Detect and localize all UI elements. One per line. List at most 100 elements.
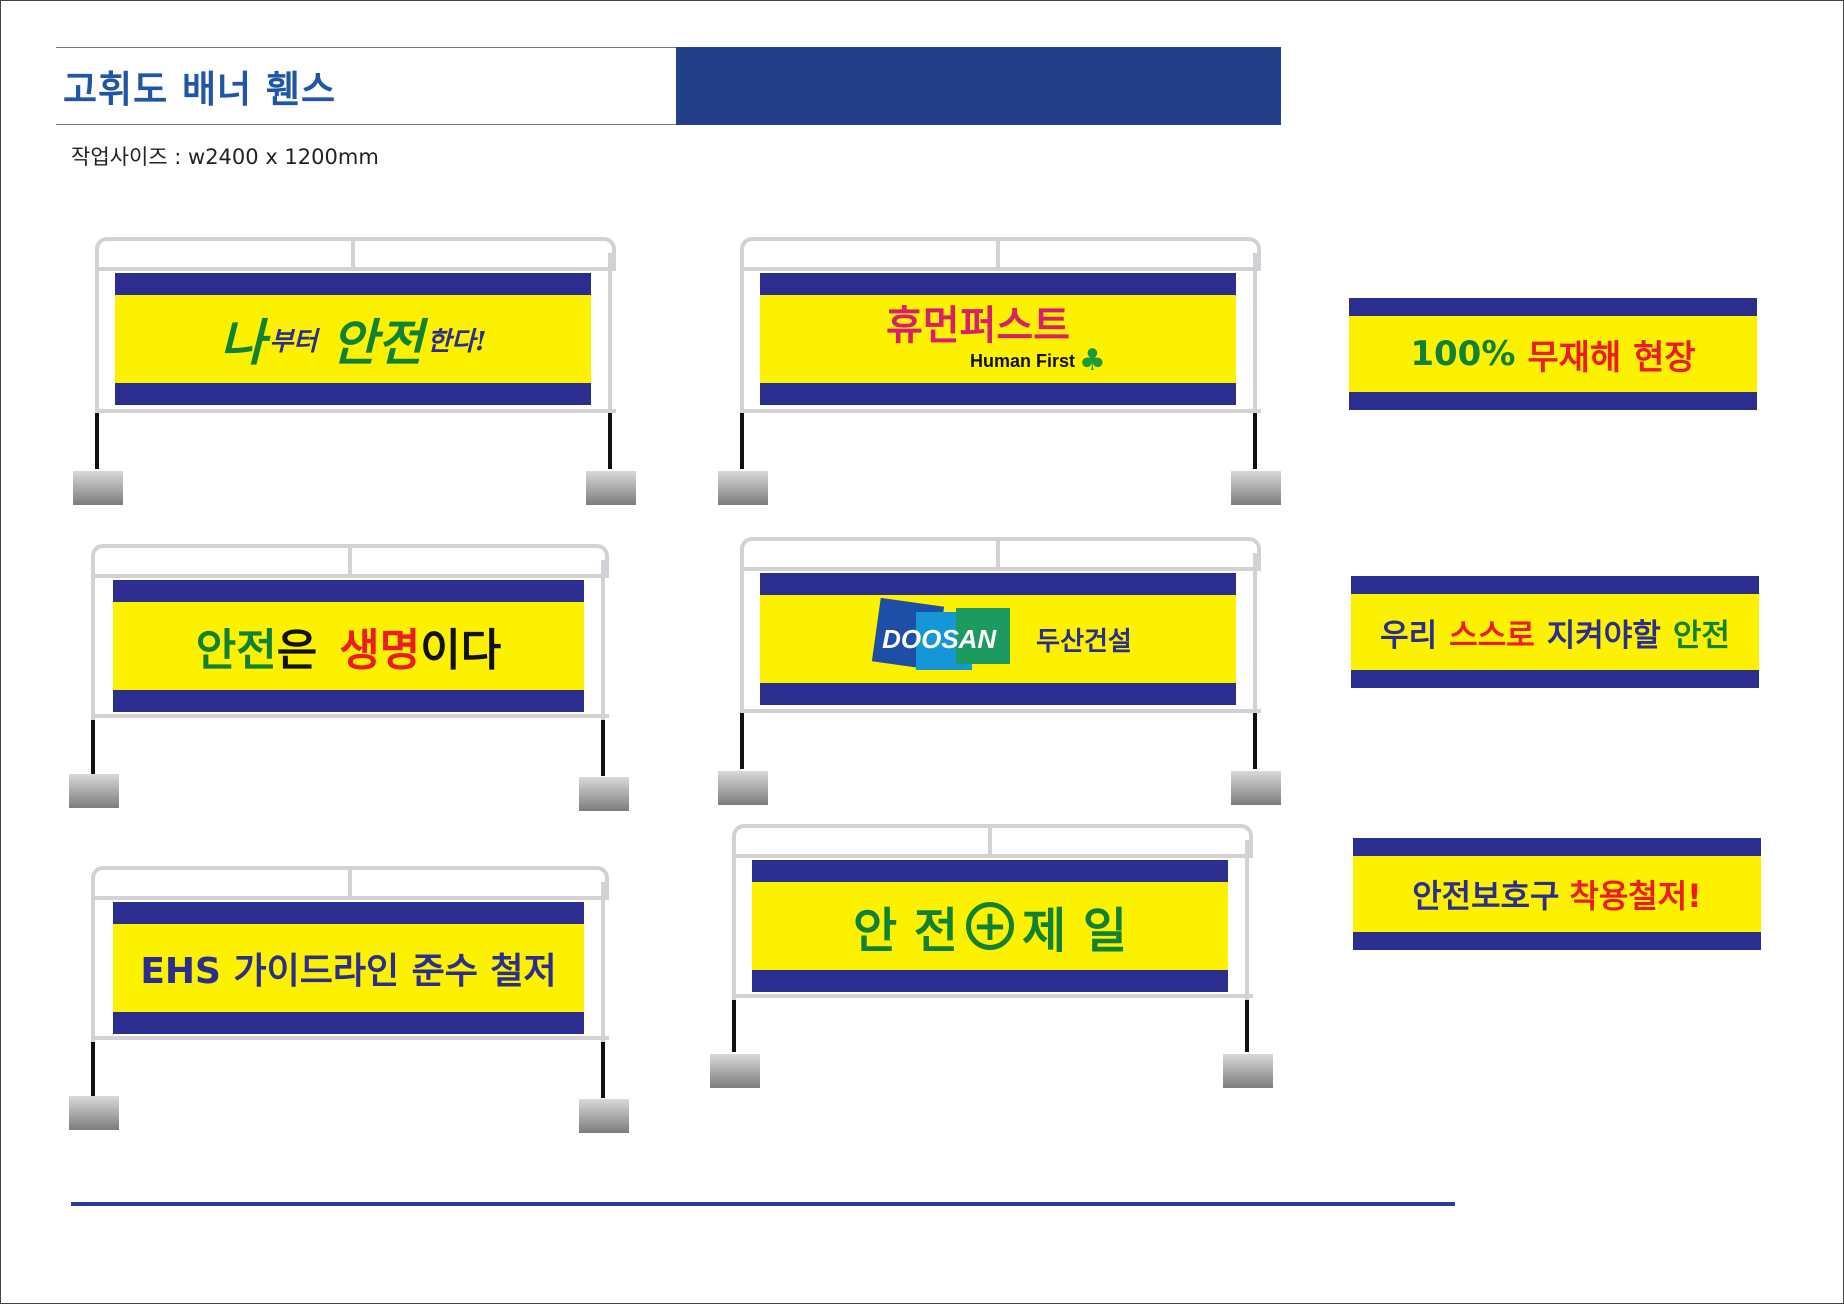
fence-foot (1231, 771, 1281, 805)
fence-post (1253, 253, 1257, 413)
banner-3: 안전 은 생명 이다 (113, 580, 584, 712)
banner-3-text-a: 안전 (195, 625, 277, 676)
fence-leg (91, 720, 95, 776)
flat-banner-1-text-b: 무재해 현장 (1527, 337, 1696, 378)
fence-leg (608, 413, 612, 469)
fence-top-rail (732, 824, 1253, 856)
fence-leg (601, 1042, 605, 1098)
doosan-logo: DOOSAN (864, 597, 1014, 676)
fence-top-rail (740, 237, 1261, 269)
fence-rail (91, 896, 609, 900)
banner-1-text-d: 한다! (427, 326, 487, 357)
fence-mid-bar (988, 824, 992, 856)
fence-post (91, 882, 95, 1042)
fence-mid-bar (348, 544, 352, 576)
fence-foot (73, 471, 123, 505)
fence-rail (740, 709, 1261, 713)
fence-post (740, 553, 744, 713)
fence-leg (1253, 413, 1257, 469)
fence-foot (718, 771, 768, 805)
fence-foot (1231, 471, 1281, 505)
banner-3-text-b: 은 (276, 625, 318, 676)
banner-4: DOOSAN 두산건설 (760, 573, 1236, 705)
fence-post (601, 560, 605, 720)
banner-3-text-d: 이다 (420, 625, 502, 676)
fence-mid-bar (348, 866, 352, 898)
fence-leg (740, 413, 744, 469)
fence-rail (91, 714, 609, 718)
fence-top-rail (95, 237, 616, 269)
fence-mid-bar (996, 237, 1000, 269)
fence-3: 안전 은 생명 이다 (69, 544, 631, 812)
fence-post (1245, 840, 1249, 1000)
fence-leg (1253, 713, 1257, 769)
fence-post (95, 253, 99, 413)
fence-mid-bar (996, 537, 1000, 569)
banner-1-text-b: 부터 (269, 326, 318, 357)
fence-rail (91, 1036, 609, 1040)
page-title: 고휘도 배너 휀스 (63, 68, 337, 111)
fence-foot (1223, 1054, 1273, 1088)
flat-banner-1: 100% 무재해 현장 (1349, 298, 1757, 410)
banner-5-text: EHS 가이드라인 준수 철저 (140, 951, 557, 992)
fence-leg (1245, 1000, 1249, 1052)
banner-6: 안 전 + 제 일 (752, 860, 1228, 992)
fence-foot (718, 471, 768, 505)
flat-banner-2-text-b: 스스로 (1449, 617, 1535, 654)
fence-rail (732, 994, 1253, 998)
fence-foot (579, 1099, 629, 1133)
fence-rail (740, 567, 1261, 571)
fence-post (91, 560, 95, 720)
fence-foot (69, 774, 119, 808)
plus-circle-icon: + (966, 902, 1014, 950)
fence-post (601, 882, 605, 1042)
banner-6-text-b: 제 일 (1022, 903, 1128, 959)
fence-rail (740, 267, 1261, 271)
fence-rail (732, 854, 1253, 858)
fence-post (1253, 553, 1257, 713)
fence-foot (69, 1096, 119, 1130)
banner-6-text-a: 안 전 (852, 903, 958, 959)
fence-leg (95, 413, 99, 469)
work-size-label: 작업사이즈 : w2400 x 1200mm (71, 145, 379, 169)
clover-icon: ♣ (1079, 343, 1106, 378)
fence-1: 나 부터 안전 한다! (73, 237, 638, 509)
header-top-rule (56, 47, 676, 48)
fence-4: DOOSAN 두산건설 (718, 537, 1283, 809)
banner-3-text-c: 생명 (339, 625, 421, 676)
header-color-block (676, 47, 1281, 125)
flat-banner-2: 우리 스스로 지켜야할 안전 (1351, 576, 1759, 688)
banner-1-text-a: 나 (219, 313, 266, 372)
fence-post (608, 253, 612, 413)
fence-foot (710, 1054, 760, 1088)
flat-banner-3-text-a: 안전보호구 (1412, 877, 1560, 915)
flat-banner-2-text-a: 우리 (1380, 617, 1438, 654)
fence-foot (579, 777, 629, 811)
fence-leg (732, 1000, 736, 1052)
banner-1: 나 부터 안전 한다! (115, 273, 591, 405)
flat-banner-3: 안전보호구 착용철저! (1353, 838, 1761, 950)
fence-post (732, 840, 736, 1000)
fence-leg (740, 713, 744, 769)
fence-mid-bar (351, 237, 355, 269)
fence-rail (95, 409, 616, 413)
doosan-logo-text: DOOSAN (882, 624, 997, 654)
banner-2-english: Human First (970, 351, 1076, 371)
banner-5: EHS 가이드라인 준수 철저 (113, 902, 584, 1034)
flat-banner-2-text-d: 안전 (1672, 617, 1730, 654)
flat-banner-3-text-b: 착용철저! (1569, 877, 1702, 915)
flat-banner-2-text-c: 지켜야할 (1546, 617, 1661, 654)
header-bottom-rule (56, 124, 676, 125)
banner-2: 휴먼퍼스트 Human First ♣ (760, 273, 1236, 405)
footer-rule (71, 1202, 1455, 1206)
fence-foot (586, 471, 636, 505)
fence-leg (601, 720, 605, 776)
fence-6: 안 전 + 제 일 (710, 824, 1275, 1089)
banner-2-korean: 휴먼퍼스트 (886, 303, 1070, 349)
fence-5: EHS 가이드라인 준수 철저 (69, 866, 631, 1134)
banner-1-text-c: 안전 (331, 313, 424, 372)
flat-banner-1-text-a: 100% (1410, 334, 1516, 374)
fence-rail (740, 409, 1261, 413)
fence-top-rail (740, 537, 1261, 569)
fence-2: 휴먼퍼스트 Human First ♣ (718, 237, 1283, 509)
